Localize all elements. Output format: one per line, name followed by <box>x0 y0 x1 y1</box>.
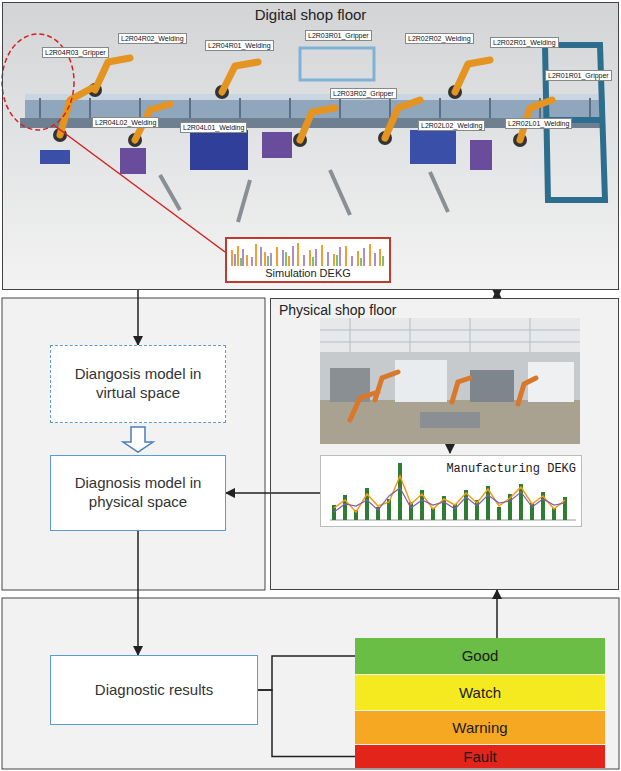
panel <box>2 598 619 769</box>
node-text: Simulation DEKG <box>263 267 353 279</box>
robot-tag: L2R02R01_Welding <box>490 37 559 48</box>
connector <box>496 290 498 298</box>
connector <box>258 690 355 757</box>
node-text: Diangosis model in virtual space <box>59 365 217 403</box>
robot-tag: L2R02L02_Welding <box>418 120 485 131</box>
shop-floor-illustration <box>20 45 605 222</box>
node-text: Watch <box>459 684 501 702</box>
connector <box>496 590 498 638</box>
robot-tag: L2R04R02_Welding <box>118 33 187 44</box>
robot-tag: L2R03R02_Gripper <box>330 88 397 99</box>
status-bar: Fault <box>355 745 605 768</box>
simulation-chart <box>227 239 389 281</box>
chart-box: Manufacturing DEKG <box>320 455 582 527</box>
leader-line <box>55 126 225 252</box>
node-text: Physical shop floor <box>279 302 610 318</box>
connector <box>137 531 139 655</box>
hollow-arrow <box>123 427 153 452</box>
process-box: Diangosis model in virtual space <box>50 345 226 423</box>
robot-tag: L2R04R01_Welding <box>205 40 274 51</box>
robot-tag: L2R03R01_Gripper <box>305 30 372 41</box>
node-text: Diagnosis model in physical space <box>59 474 217 512</box>
node-text: Good <box>462 647 499 665</box>
chart-box: Simulation DEKG <box>225 237 391 283</box>
panel-ground <box>270 298 619 590</box>
connector <box>258 656 355 690</box>
status-bar: Good <box>355 638 605 674</box>
status-bar: Warning <box>355 711 605 744</box>
robot-tag: L2R01R01_Gripper <box>545 70 612 81</box>
factory-photo <box>320 318 580 444</box>
robot-tag: L2R02L01_Welding <box>505 118 572 129</box>
manufacturing-chart <box>321 456 581 526</box>
connector <box>137 290 139 345</box>
node-text: Warning <box>452 719 507 737</box>
robot-tag: L2R04L02_Welding <box>92 117 159 128</box>
status-bar: Watch <box>355 675 605 710</box>
robot-tag: L2R04L01_Welding <box>180 122 247 133</box>
node-text: Diagnostic results <box>95 681 213 700</box>
node-text: Digital shop floor <box>3 6 618 23</box>
node-text: Manufacturing DEKG <box>446 462 576 476</box>
panel-ground <box>2 2 619 290</box>
photo-arrow <box>449 445 451 453</box>
node-text: Fault <box>463 748 496 766</box>
process-box: Diagnostic results <box>50 655 258 725</box>
panel <box>2 298 265 590</box>
process-box: Diagnosis model in physical space <box>50 455 226 531</box>
connector <box>226 492 320 494</box>
robot-tag: L2R04R03_Gripper <box>42 47 109 58</box>
robot-tag: L2R02R02_Welding <box>405 33 474 44</box>
panel: Physical shop floorManufacturing DEKG <box>270 298 619 590</box>
